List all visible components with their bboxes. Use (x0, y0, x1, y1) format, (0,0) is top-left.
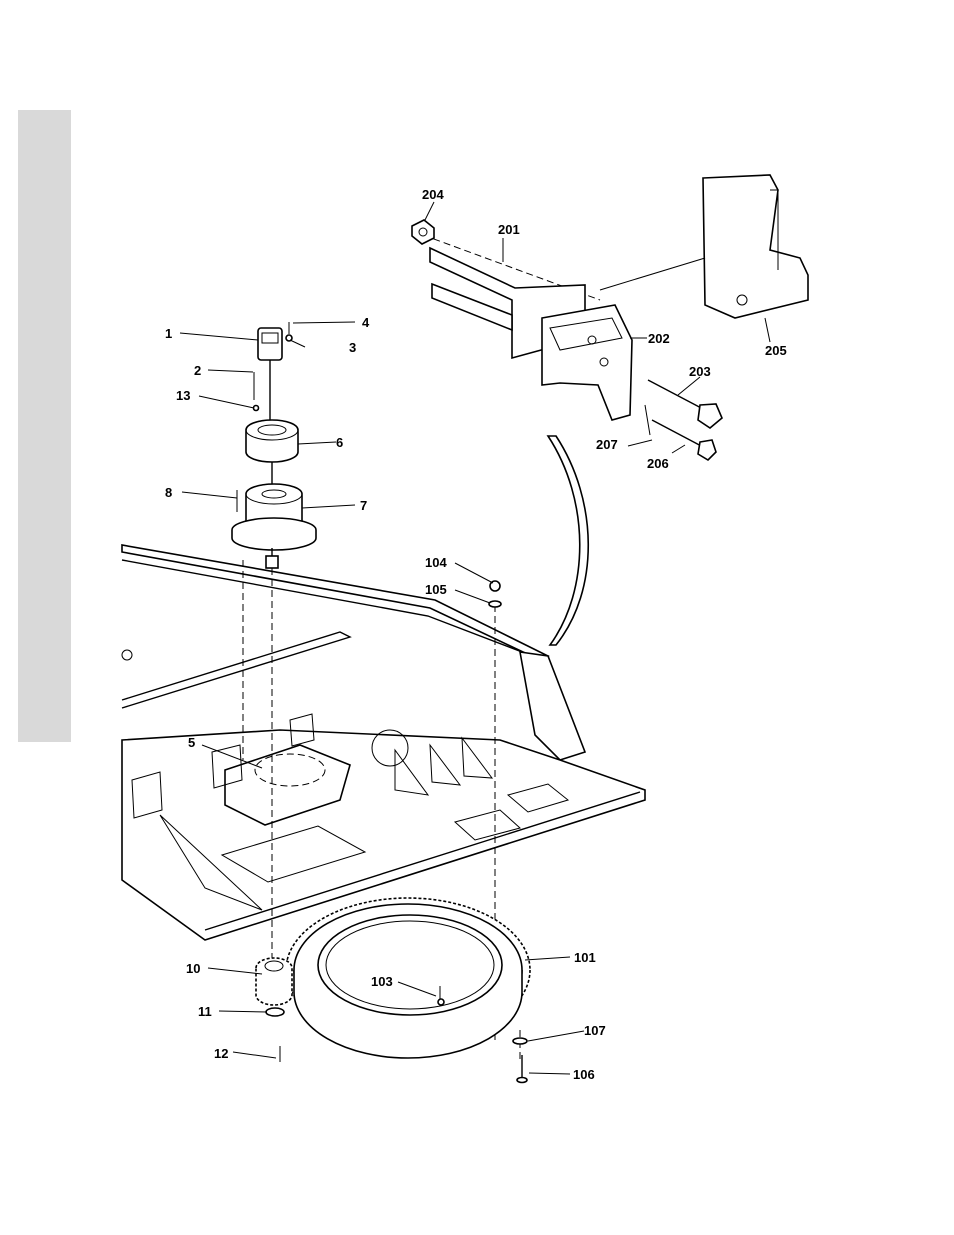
callout-2: 2 (194, 363, 201, 378)
frame-deck (122, 545, 645, 940)
callout-1: 1 (165, 326, 172, 341)
callout-3: 3 (349, 340, 356, 355)
callout-201: 201 (498, 222, 520, 237)
callout-104: 104 (425, 555, 447, 570)
callout-202: 202 (648, 331, 670, 346)
callout-207: 207 (596, 437, 618, 452)
callout-206: 206 (647, 456, 669, 471)
callout-10: 10 (186, 961, 200, 976)
callout-7: 7 (360, 498, 367, 513)
callout-13: 13 (176, 388, 190, 403)
callout-11: 11 (198, 1004, 212, 1019)
callout-101: 101 (574, 950, 596, 965)
callout-6: 6 (336, 435, 343, 450)
callout-105: 105 (425, 582, 447, 597)
callout-12: 12 (214, 1046, 228, 1061)
callout-106: 106 (573, 1067, 595, 1082)
callout-107: 107 (584, 1023, 606, 1038)
callout-103: 103 (371, 974, 393, 989)
callout-5: 5 (188, 735, 195, 750)
callout-204: 204 (422, 187, 444, 202)
callout-203: 203 (689, 364, 711, 379)
counterweight-bracket-assembly (412, 175, 808, 645)
swing-motor-assembly (232, 322, 316, 568)
callout-8: 8 (165, 485, 172, 500)
callout-205: 205 (765, 343, 787, 358)
callout-4: 4 (362, 315, 370, 330)
swing-bearing-ring-gear (286, 898, 530, 1058)
